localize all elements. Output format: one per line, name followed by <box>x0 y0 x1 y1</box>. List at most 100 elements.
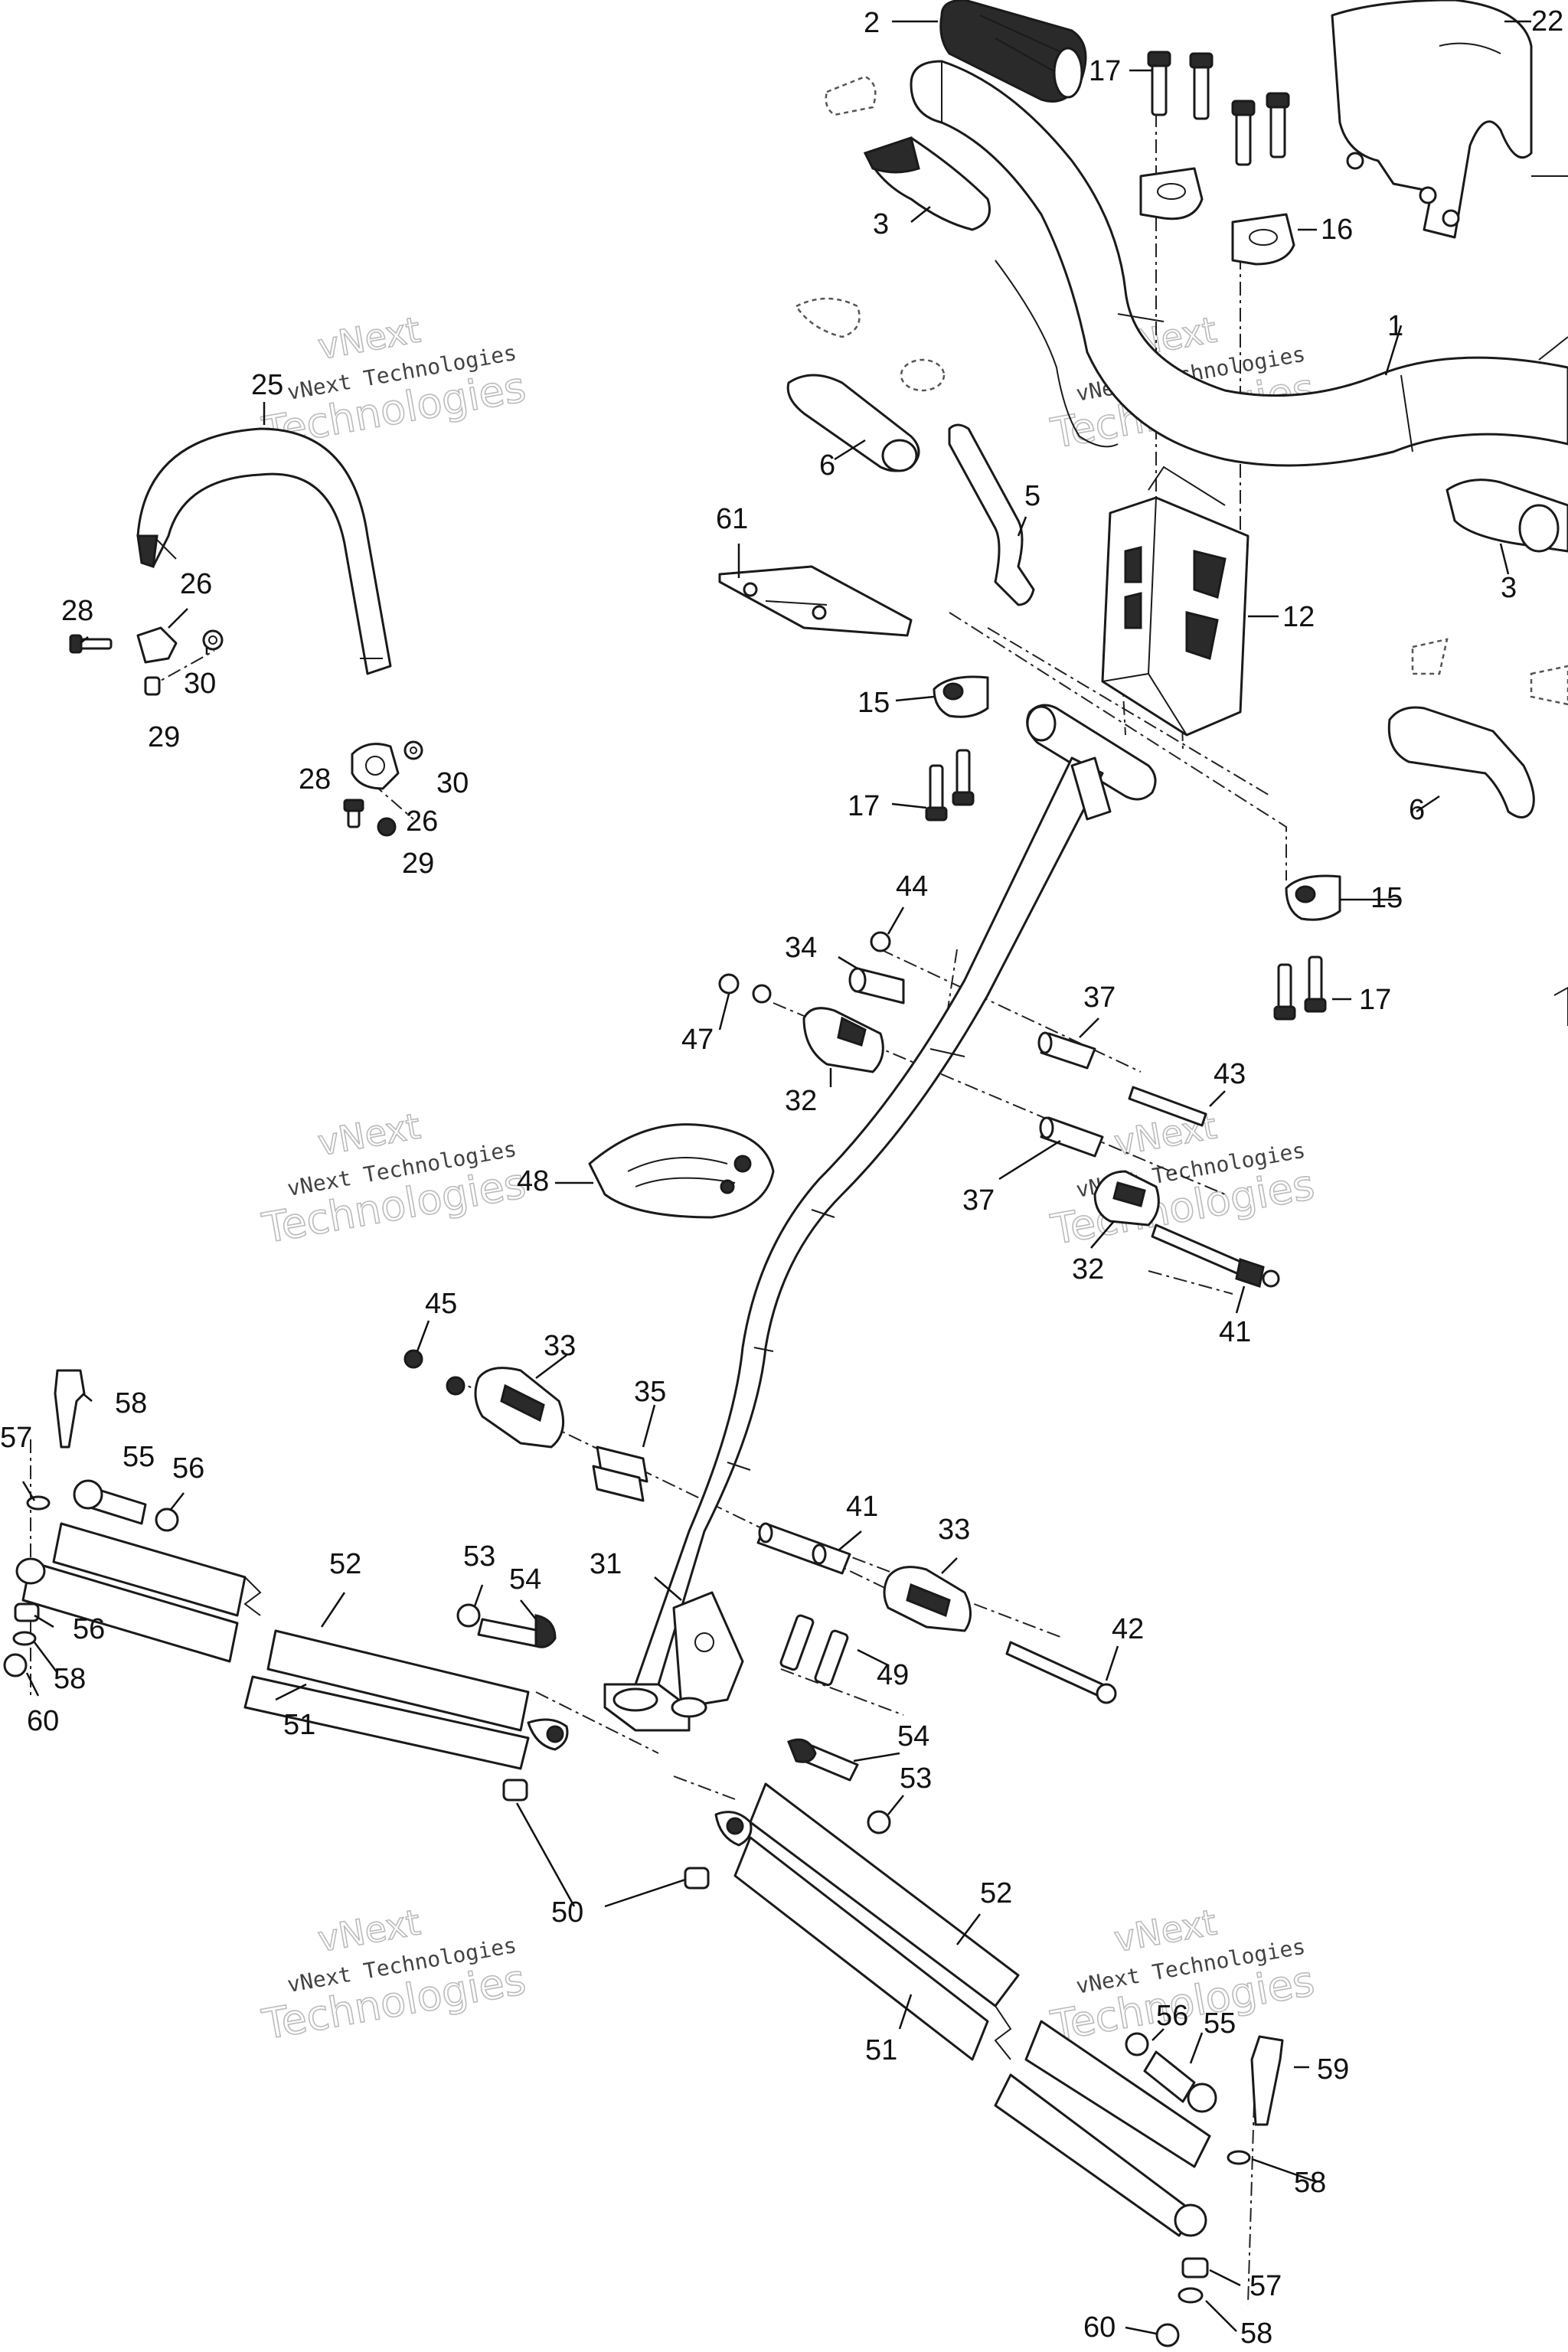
callout-53-right: 53 <box>900 1762 932 1795</box>
pin-part-43 <box>1128 1086 1207 1127</box>
tie-rod-part-51-left <box>15 1557 530 1770</box>
pad-part-22 <box>1331 0 1533 239</box>
washer-part-57-right <box>1181 2257 1209 2278</box>
callout-58-right-top: 58 <box>1294 2167 1326 2199</box>
callout-22: 22 <box>1531 5 1563 38</box>
callout-57-right: 57 <box>1250 2270 1282 2302</box>
callout-54-right: 54 <box>897 1720 929 1753</box>
bolt-part-42 <box>1005 1641 1117 1704</box>
pins-part-49 <box>779 1614 849 1687</box>
callout-6-left: 6 <box>819 449 835 482</box>
edge-ghost-right <box>1531 175 1568 361</box>
callout-6-right: 6 <box>1409 794 1425 826</box>
bolts-part-17-top <box>1147 51 1290 166</box>
bolt-part-59-left <box>54 1369 86 1449</box>
callout-28-bottom: 28 <box>299 763 331 795</box>
callout-17-top: 17 <box>1089 55 1121 87</box>
clamp-part-16 <box>1139 167 1295 266</box>
callout-35: 35 <box>634 1376 666 1408</box>
rod-end-part-54-left <box>477 1614 557 1648</box>
ball-joint-left <box>527 1718 569 1751</box>
spacer-part-50-left <box>502 1779 528 1802</box>
rod-end-part-54-right <box>787 1738 859 1782</box>
nut-part-56-right <box>1125 2032 1149 2056</box>
callout-52-right: 52 <box>980 1877 1012 1909</box>
callout-3-right: 3 <box>1501 572 1517 604</box>
bolt-part-59-right <box>1250 2035 1284 2126</box>
spacer-part-29-top <box>144 676 161 696</box>
handguard-part-3-right <box>1446 479 1568 553</box>
nut-part-47 <box>718 973 772 1004</box>
callout-42: 42 <box>1112 1613 1144 1645</box>
washer-part-58-right-bottom <box>1178 2287 1204 2304</box>
cover-part-48 <box>588 1123 775 1219</box>
callout-30-top: 30 <box>184 668 216 700</box>
rod-end-part-55-right <box>1143 2050 1217 2113</box>
nut-part-53-left <box>456 1603 481 1628</box>
callout-60-left: 60 <box>27 1705 59 1737</box>
sleeve-part-37-bottom <box>756 1522 851 1575</box>
grip-part-6-right <box>1387 706 1535 818</box>
nut-part-53-right <box>867 1810 891 1834</box>
callout-29-top: 29 <box>148 721 180 753</box>
callout-61: 61 <box>716 503 748 535</box>
callout-1: 1 <box>1387 310 1403 342</box>
callout-33-left: 33 <box>544 1330 576 1362</box>
washer-part-58-right-top <box>1227 2150 1251 2165</box>
block-part-32-top <box>802 1007 884 1073</box>
grip-ghost-top <box>825 75 877 116</box>
clamp-part-15-right <box>1285 874 1341 921</box>
callout-57-left: 56 <box>73 1613 105 1645</box>
bolts-part-17-right <box>1273 956 1327 1021</box>
callout-37-bottom: 41 <box>846 1491 878 1523</box>
callout-36: 37 <box>1083 982 1116 1014</box>
ghost-part-left <box>795 297 861 338</box>
nut-part-30-bottom <box>403 740 423 760</box>
nut-part-33-left <box>446 1376 466 1396</box>
callout-41: 41 <box>1219 1316 1251 1348</box>
callout-32-top: 32 <box>785 1085 817 1117</box>
hoop-part-25 <box>136 427 392 675</box>
bolt-part-28-bottom <box>343 799 364 828</box>
watermark-bottom-left: vNext vNext Technologies Technologies <box>258 1901 530 2050</box>
leader-lines <box>21 20 1531 2335</box>
callout-5: 5 <box>1024 480 1040 512</box>
nut-part-44 <box>870 931 891 952</box>
callout-59-right: 59 <box>1317 2053 1349 2086</box>
sleeve-part-36 <box>1037 1031 1096 1070</box>
callout-3-left: 3 <box>873 208 889 240</box>
callout-17-right: 17 <box>1359 984 1391 1016</box>
callout-labels: 2 17 22 3 16 1 25 6 5 61 3 26 12 28 30 2… <box>0 5 1563 2350</box>
clamp-part-26-bottom <box>351 743 400 790</box>
nut-part-56-left <box>155 1508 179 1532</box>
handlebar-part-1 <box>910 60 1568 467</box>
callout-49: 49 <box>877 1659 909 1691</box>
washer-part-57-left <box>14 1602 40 1622</box>
nut-part-29-bottom <box>377 817 397 837</box>
callout-56-left: 56 <box>172 1452 204 1485</box>
edge-ghost-right-b <box>1553 986 1568 1026</box>
ghost-part-right-a <box>1411 638 1449 675</box>
callout-43: 43 <box>1214 1058 1246 1090</box>
grip-part-6-left <box>786 374 920 472</box>
callout-53-left: 53 <box>463 1540 495 1573</box>
block-part-32-bottom <box>1093 1170 1160 1227</box>
watermark-mid-left: vNext vNext Technologies Technologies <box>258 1105 530 1253</box>
washer-part-58-left-bottom <box>12 1631 37 1646</box>
ghost-ring-left <box>900 358 946 392</box>
callout-60-right: 60 <box>1083 2311 1116 2344</box>
ghost-part-right-b <box>1530 665 1568 706</box>
callout-51-right: 51 <box>865 2034 897 2066</box>
callout-17-left: 17 <box>848 790 880 822</box>
block-part-33-right <box>883 1566 972 1632</box>
sleeve-part-37-top <box>1039 1116 1104 1158</box>
callout-51-left: 51 <box>283 1709 315 1741</box>
nut-part-30-top <box>202 629 224 651</box>
callout-47: 47 <box>681 1024 714 1056</box>
callout-55-left: 55 <box>122 1441 155 1473</box>
throttle-cable <box>995 260 1119 448</box>
clamp-part-15-left <box>933 675 989 718</box>
callout-25: 25 <box>251 369 283 401</box>
callout-26-top: 26 <box>180 568 212 600</box>
callout-55-right: 55 <box>1204 2007 1236 2040</box>
